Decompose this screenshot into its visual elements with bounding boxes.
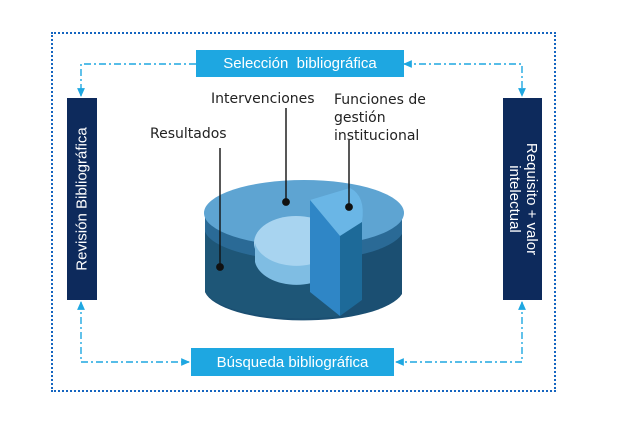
busqueda-label: Búsqueda bibliográfica bbox=[216, 353, 369, 371]
seleccion-box: Selección bibliográfica bbox=[196, 50, 404, 77]
funciones-line-3: institucional bbox=[334, 128, 420, 144]
requisito-box: Requisito + valor intelectual bbox=[503, 98, 542, 300]
connector-arrows bbox=[77, 60, 526, 366]
funciones-line-2: gestión bbox=[334, 110, 386, 126]
arrow-left-to-bottom bbox=[77, 301, 190, 366]
funciones-line-1: Funciones de bbox=[334, 92, 426, 108]
funciones-wedge-front bbox=[310, 200, 340, 316]
arrow-top-to-left bbox=[77, 63, 196, 97]
funciones-label: Funciones de gestión institucional bbox=[334, 91, 426, 145]
requisito-line-2: intelectual bbox=[505, 165, 523, 233]
busqueda-box: Búsqueda bibliográfica bbox=[191, 348, 394, 376]
revision-label: Revisión Bibliográfica bbox=[73, 127, 91, 271]
requisito-label: Requisito + valor intelectual bbox=[506, 143, 540, 255]
intervenciones-label: Intervenciones bbox=[211, 91, 315, 107]
cylinder-chart bbox=[204, 180, 404, 321]
seleccion-label: Selección bibliográfica bbox=[223, 55, 377, 72]
outer-frame bbox=[51, 32, 556, 392]
arrow-top-to-right bbox=[403, 60, 526, 97]
funciones-wedge-side bbox=[340, 222, 362, 316]
callouts bbox=[216, 108, 353, 271]
requisito-line-1: Requisito + valor bbox=[522, 142, 540, 256]
arrow-right-to-bottom bbox=[395, 301, 526, 366]
resultados-label: Resultados bbox=[150, 126, 227, 142]
revision-box: Revisión Bibliográfica bbox=[67, 98, 97, 300]
